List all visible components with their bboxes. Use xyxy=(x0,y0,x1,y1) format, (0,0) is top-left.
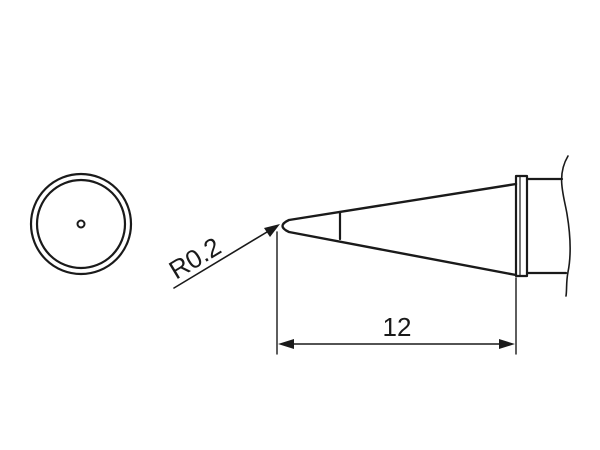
dimension-arrow-right xyxy=(499,339,515,349)
side-view xyxy=(281,155,572,297)
end-view xyxy=(29,172,133,276)
length-label: 12 xyxy=(383,312,412,342)
radius-label: R0.2 xyxy=(164,231,227,285)
end-view-center-point xyxy=(76,219,86,229)
length-dimension: 12 xyxy=(276,231,517,355)
radius-callout: R0.2 xyxy=(164,224,280,289)
break-line xyxy=(560,155,572,297)
radius-leader-arrowhead xyxy=(264,224,280,237)
collar xyxy=(514,174,529,278)
end-view-outer-circle xyxy=(29,172,133,276)
dimension-arrow-left xyxy=(278,339,294,349)
cone-outline xyxy=(281,182,518,277)
end-view-inner-circle xyxy=(35,178,127,270)
radius-leader-line xyxy=(173,228,273,289)
